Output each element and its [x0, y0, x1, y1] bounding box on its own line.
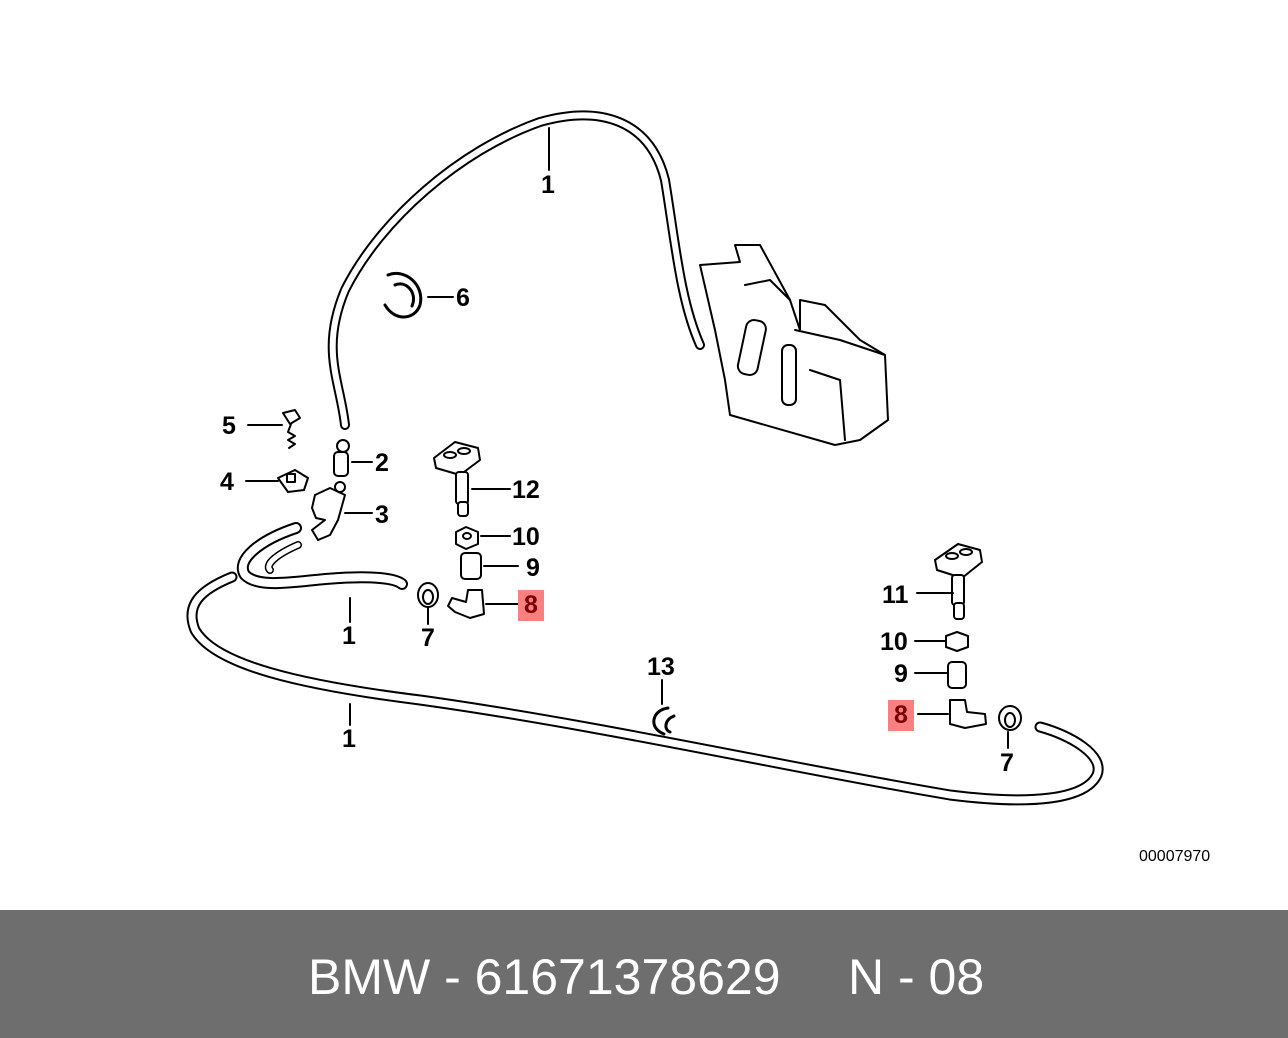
hose-top: [327, 110, 705, 430]
callout-7-right[interactable]: 7: [1000, 749, 1014, 777]
footer-bar: BMW - 61671378629 N - 08: [0, 910, 1288, 1038]
part-10-nut-left: [455, 526, 479, 550]
callout-7-left[interactable]: 7: [421, 624, 435, 652]
part-2-connector: [333, 439, 350, 477]
leader-lines: [245, 127, 1009, 749]
part-9-sleeve-right: [947, 661, 967, 689]
callout-11[interactable]: 11: [882, 581, 909, 609]
parts-diagram: [186, 110, 1104, 806]
callout-1-left-hose[interactable]: 1: [342, 622, 356, 650]
callout-1-bottom-hose[interactable]: 1: [342, 725, 356, 753]
callout-9-left[interactable]: 9: [526, 554, 540, 582]
callout-4[interactable]: 4: [220, 468, 234, 496]
callout-6[interactable]: 6: [456, 284, 470, 312]
part-11-nozzle: [934, 543, 983, 620]
washer-reservoir: [699, 244, 889, 446]
callout-2[interactable]: 2: [375, 449, 389, 477]
position-reference: N - 08: [848, 949, 985, 1005]
callout-13[interactable]: 13: [647, 653, 675, 681]
part-3-y-piece: [311, 481, 346, 541]
hose-left: [237, 522, 408, 590]
callout-5[interactable]: 5: [222, 412, 236, 440]
callout-10-right[interactable]: 10: [880, 628, 908, 656]
part-10-nut-right: [945, 631, 969, 652]
part-5-screw: [282, 409, 301, 449]
callout-3[interactable]: 3: [375, 501, 389, 529]
part-8-elbow-left: [447, 589, 485, 619]
part-4-clip-nut: [277, 469, 309, 493]
part-7-clamp-right: [998, 705, 1022, 731]
callout-8-right-highlighted[interactable]: 8: [888, 700, 914, 731]
diagram-code: 00007970: [1139, 848, 1211, 865]
callout-12[interactable]: 12: [512, 476, 540, 504]
part-12-nozzle: [433, 441, 481, 517]
part-9-sleeve-left: [460, 552, 482, 580]
hose-bottom: [186, 571, 1104, 806]
callout-9-right[interactable]: 9: [894, 660, 908, 688]
part-reference: BMW - 61671378629: [308, 949, 781, 1005]
part-6-clip: [383, 272, 423, 319]
callout-10-left[interactable]: 10: [512, 523, 540, 551]
callout-1-top-hose[interactable]: 1: [541, 171, 555, 199]
part-8-elbow-right: [949, 699, 987, 729]
part-13-holder: [652, 706, 676, 736]
callout-8-left-highlighted[interactable]: 8: [518, 590, 544, 621]
part-7-clamp-left: [417, 582, 439, 608]
